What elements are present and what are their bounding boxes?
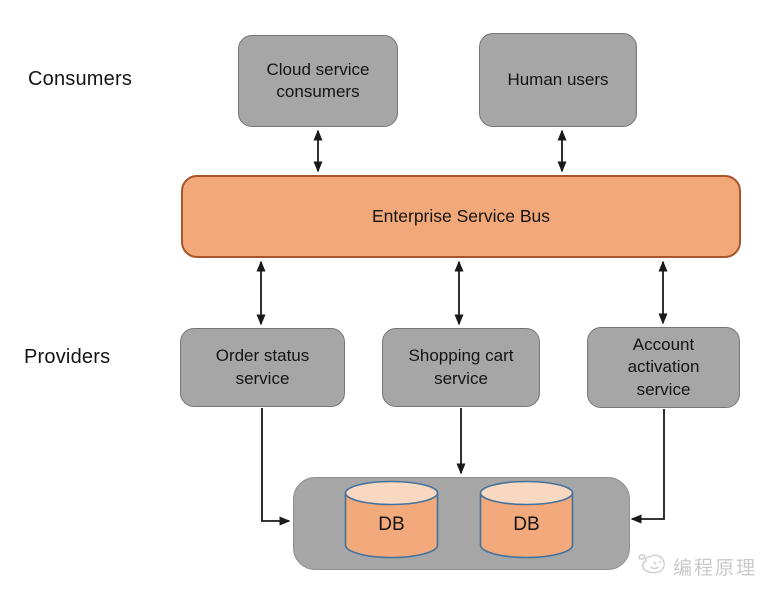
watermark: 编程原理 (637, 549, 757, 583)
node-account-activation-service-label: Account activation service (627, 334, 700, 399)
node-human-users: Human users (479, 33, 637, 127)
consumers-label: Consumers (28, 68, 133, 90)
watermark-text: 编程原理 (673, 557, 758, 579)
db-cylinder-1: DB (344, 480, 439, 560)
node-order-status-service: Order status service (180, 328, 345, 407)
node-enterprise-service-bus-label: Enterprise Service Bus (372, 205, 550, 226)
edge-order-db (261, 408, 291, 526)
providers-label: Providers (24, 346, 111, 368)
node-human-users-label: Human users (507, 69, 609, 89)
watermark-cat-logo (638, 554, 665, 574)
node-shopping-cart-service-label: Shopping cart service (408, 346, 514, 388)
node-cloud-service-consumers-label: Cloud service consumers (266, 59, 370, 101)
node-cloud-service-consumers: Cloud service consumers (238, 35, 398, 127)
node-enterprise-service-bus: Enterprise Service Bus (181, 175, 741, 258)
node-order-status-service-label: Order status service (215, 346, 310, 388)
node-account-activation-service: Account activation service (587, 327, 740, 408)
edge-account-db (630, 409, 665, 524)
db-cylinder-2-label: DB (513, 514, 540, 535)
node-shopping-cart-service: Shopping cart service (382, 328, 540, 407)
db-cylinder-2: DB (479, 480, 574, 560)
db-cylinder-1-label: DB (378, 514, 405, 535)
db-cylinder-2-shape (479, 480, 574, 559)
db-cylinder-1-shape (344, 480, 439, 559)
